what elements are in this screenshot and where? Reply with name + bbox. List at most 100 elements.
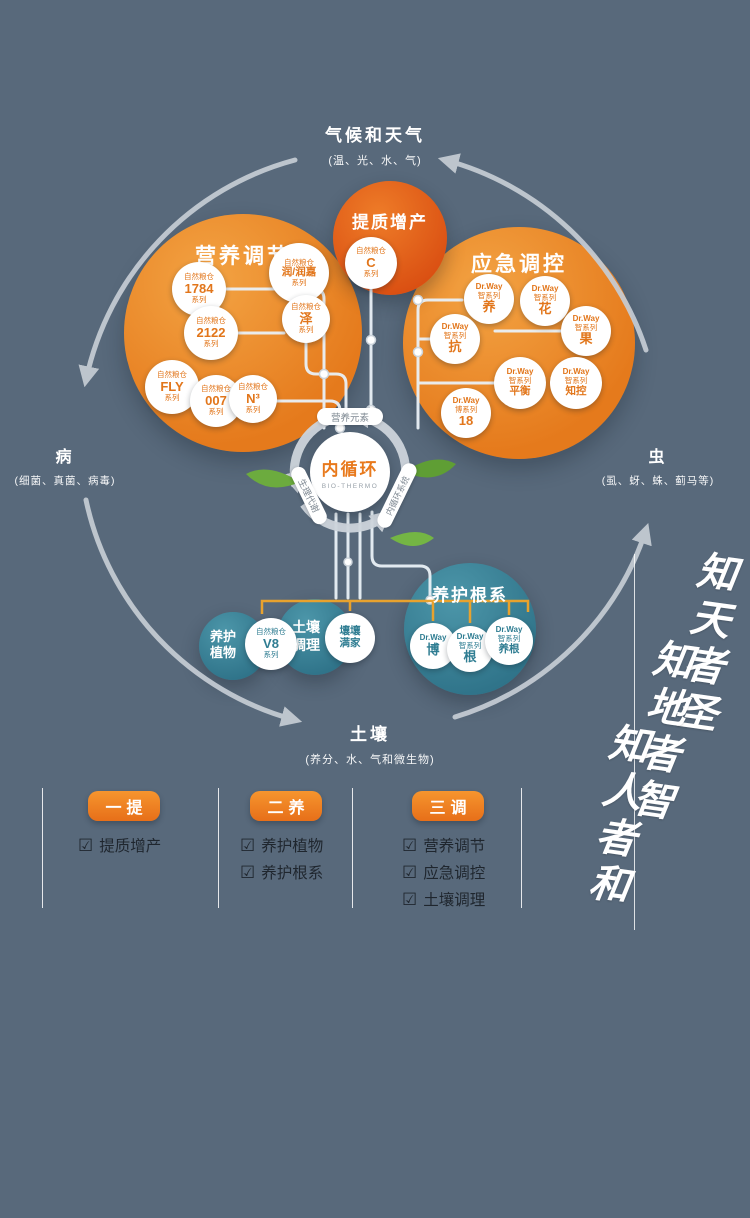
- product-name: 果: [579, 331, 593, 347]
- check-label: 养护根系: [261, 865, 324, 882]
- product-circle-yang: Dr.Way 智系列 养: [464, 274, 514, 324]
- cycle-subtitle: (温、光、水、气): [328, 155, 422, 167]
- cycle-title: 土壤: [350, 725, 390, 744]
- label-line: 养护: [209, 629, 236, 644]
- plant-care-label: 养护 植物: [197, 629, 249, 662]
- root-care-group-title: 养护根系: [432, 586, 508, 605]
- product-circle-v8: 自然粮仓 V8 系列: [245, 618, 297, 670]
- checkbox-icon: ☑: [402, 889, 418, 909]
- check-label: 养护植物: [261, 838, 324, 855]
- nutrition-group-title: 营养调节: [195, 245, 291, 268]
- cycle-subtitle: (虱、蚜、蛛、蓟马等): [601, 475, 715, 487]
- cycle-label-disease: 病 (细菌、真菌、病毒): [6, 443, 124, 488]
- product-series: 智系列: [574, 323, 598, 332]
- product-name: 满家: [339, 637, 361, 649]
- product-brand: Dr.Way: [506, 367, 534, 377]
- cycle-label-soil: 土壤 (养分、水、气和微生物): [270, 720, 470, 767]
- product-suffix: 系列: [363, 269, 379, 279]
- product-suffix: 系列: [298, 325, 314, 335]
- product-circle-007: 自然粮仓 007 系列: [190, 375, 242, 427]
- cycle-arc-left-to-bottom: [83, 497, 303, 727]
- divider-line: [352, 788, 353, 908]
- checkbox-icon: ☑: [402, 835, 418, 855]
- product-series: 智系列: [533, 293, 557, 302]
- product-brand: Dr.Way: [475, 282, 503, 292]
- product-name: 18: [458, 413, 474, 429]
- product-circle-pingheng: Dr.Way 智系列 平衡: [494, 357, 546, 409]
- product-brand: 自然粮仓: [356, 246, 386, 256]
- product-circle-hua: Dr.Way 智系列 花: [520, 276, 570, 326]
- product-name: 泽: [299, 310, 313, 326]
- cycle-title: 病: [55, 449, 75, 466]
- product-circle-bo18: Dr.Way 博系列 18: [441, 388, 491, 438]
- check-item: ☑ 提质增产: [78, 834, 161, 856]
- label-line: 植物: [209, 645, 236, 661]
- badge-eryang: 二养: [250, 791, 322, 821]
- product-brand: Dr.Way: [572, 314, 600, 324]
- check-label: 提质增产: [99, 838, 162, 855]
- badge-yiti: 一提: [88, 791, 160, 821]
- label-line: 土壤: [292, 619, 320, 635]
- product-series: 博系列: [454, 405, 478, 414]
- check-label: 土壤调理: [423, 892, 486, 909]
- product-circle-yanggen: Dr.Way 智系列 养根: [485, 617, 533, 665]
- product-suffix: 系列: [164, 393, 180, 403]
- ring-label-nutrient-elements: 营养元素: [317, 408, 383, 425]
- product-name: 抗: [448, 339, 462, 355]
- product-name: 平衡: [509, 384, 531, 397]
- product-brand: 自然粮仓: [238, 382, 268, 392]
- soil-conditioning-label: 土壤 调理: [280, 619, 332, 654]
- divider-line: [42, 788, 43, 908]
- product-circle-rangrangmanjia: 壤壤 满家: [325, 613, 375, 663]
- product-name: FLY: [160, 378, 184, 394]
- product-brand: Dr.Way: [562, 367, 590, 377]
- product-name: C: [366, 254, 376, 270]
- check-item: ☑ 营养调节: [402, 834, 485, 856]
- product-circle-c: 自然粮仓 C 系列: [345, 237, 397, 289]
- product-name: 博: [426, 642, 440, 658]
- product-brand: Dr.Way: [419, 633, 447, 643]
- cycle-subtitle: (细菌、真菌、病毒): [14, 475, 116, 487]
- calligraphy-divider-line: [634, 554, 635, 930]
- product-name: 润/润嘉: [281, 266, 317, 279]
- label-line: 调理: [292, 636, 320, 653]
- product-series: 智系列: [458, 641, 482, 650]
- divider-line: [521, 788, 522, 908]
- product-brand: Dr.Way: [531, 284, 559, 294]
- quality-group-title: 提质增产: [352, 213, 428, 232]
- product-brand: Dr.Way: [495, 625, 523, 635]
- product-series: 智系列: [564, 376, 588, 386]
- product-suffix: 系列: [291, 277, 307, 287]
- product-circle-kang: Dr.Way 智系列 抗: [430, 314, 480, 364]
- check-item: ☑ 应急调控: [402, 861, 485, 883]
- product-brand: 自然粮仓: [291, 302, 321, 312]
- product-brand: Dr.Way: [452, 396, 480, 406]
- product-brand: 自然粮仓: [157, 370, 187, 380]
- product-brand: Dr.Way: [456, 632, 484, 642]
- product-name: 2122: [196, 324, 226, 340]
- product-suffix: 系列: [208, 407, 224, 417]
- product-suffix: 系列: [191, 295, 207, 305]
- product-brand: 自然粮仓: [184, 272, 214, 282]
- product-circle-runjia: 自然粮仓 润/润嘉 系列: [269, 243, 329, 303]
- divider-line: [218, 788, 219, 908]
- check-label: 应急调控: [423, 865, 486, 882]
- product-brand: 自然粮仓: [256, 627, 286, 637]
- leaf-icon: [390, 532, 434, 546]
- check-item: ☑ 土壤调理: [402, 888, 485, 910]
- product-series: 智系列: [497, 634, 521, 644]
- product-name: 1784: [184, 280, 214, 296]
- product-name: 花: [538, 301, 552, 317]
- checkbox-icon: ☑: [402, 862, 418, 882]
- product-name: 知控: [565, 384, 587, 397]
- product-circle-guo: Dr.Way 智系列 果: [561, 306, 611, 356]
- product-suffix: 系列: [203, 339, 219, 349]
- product-circle-zhikong: Dr.Way 智系列 知控: [550, 357, 602, 409]
- badge-santiao: 三调: [412, 791, 484, 821]
- cycle-title: 气候和天气: [325, 126, 425, 145]
- product-name: 根: [463, 649, 477, 665]
- inner-cycle-subtitle: BIO-THERMO: [321, 482, 379, 490]
- calligraphy-line-3: 知人者和: [579, 719, 652, 913]
- product-circle-2122: 自然粮仓 2122 系列: [184, 306, 238, 360]
- checkbox-icon: ☑: [240, 862, 256, 882]
